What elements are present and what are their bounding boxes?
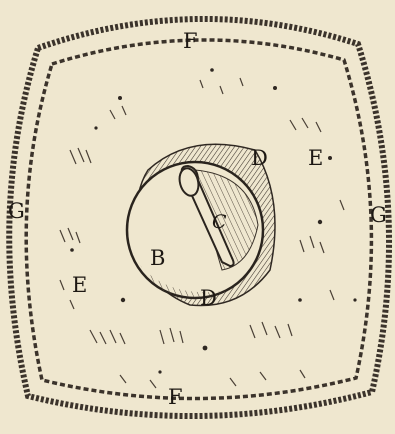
label-g-left: G <box>8 199 25 223</box>
label-c: C <box>212 211 227 233</box>
label-e-left: E <box>72 273 87 297</box>
label-g-right: G <box>370 203 387 227</box>
label-d-lower: D <box>200 286 217 310</box>
label-b: B <box>150 246 165 270</box>
label-f-top: F <box>183 29 198 53</box>
label-d-upper: D <box>251 146 268 170</box>
label-e-right: E <box>308 146 323 170</box>
label-f-bottom: F <box>168 385 183 409</box>
